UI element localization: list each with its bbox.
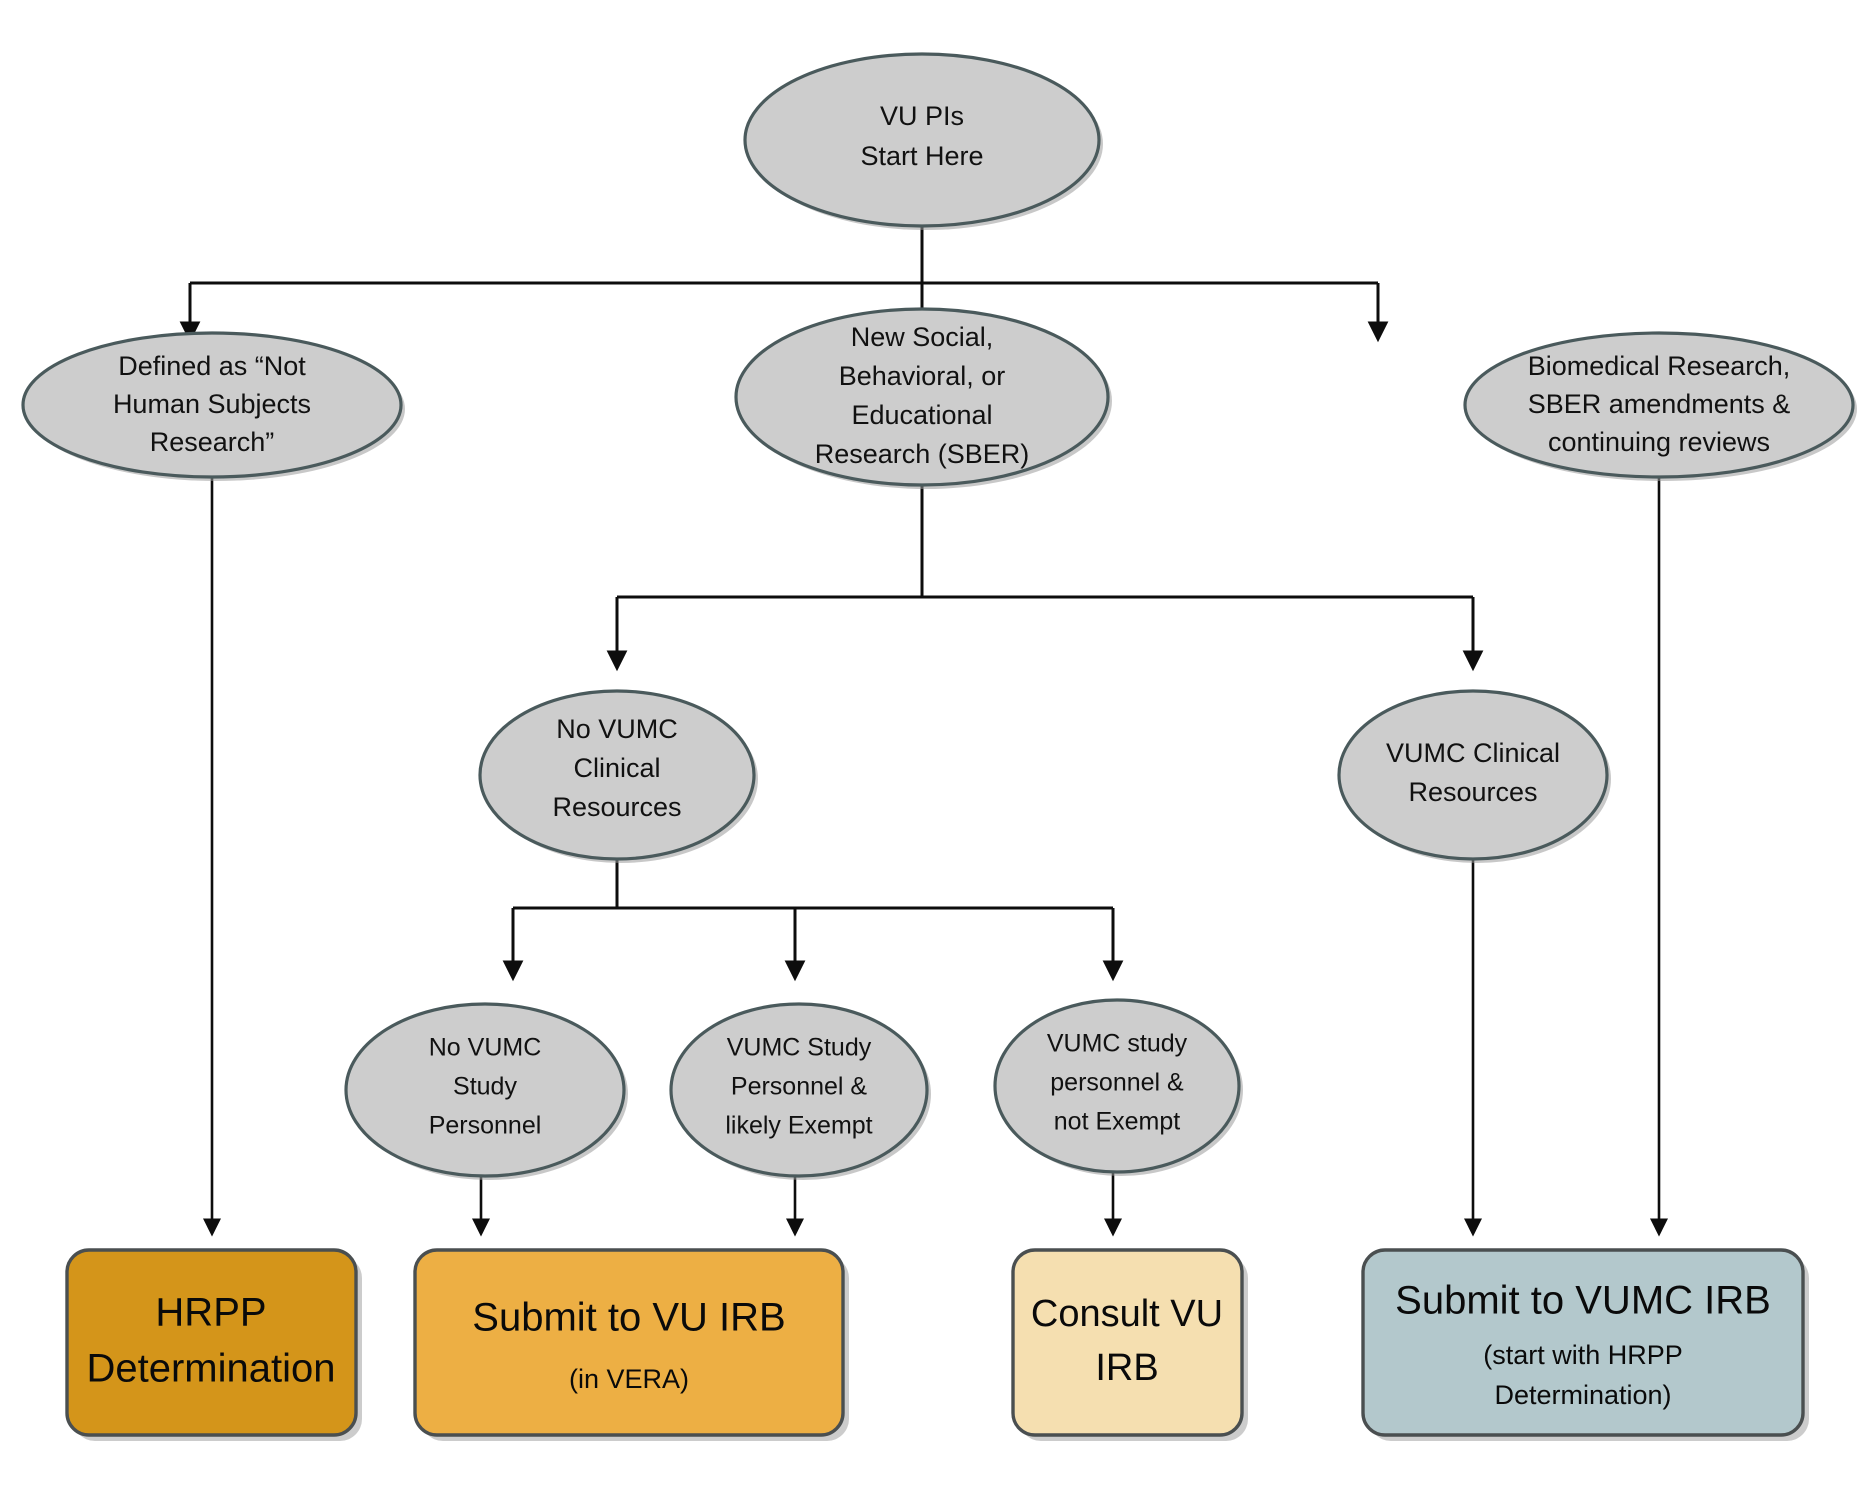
no-vumc-personnel-ellipse-shape [344,1002,626,1178]
vspe-label-line-2: Personnel & [731,1073,868,1101]
nhs-label-line-1: Defined as “Not [118,351,306,381]
nhs-label-line-2: Human Subjects [113,389,311,419]
outcome-submit-to-vumc-irb[interactable]: Submit to VUMC IRB (start with HRPP Dete… [1361,1248,1809,1441]
sber-label-line-4: Research (SBER) [815,439,1030,469]
outcome-submit-to-vu-irb[interactable]: Submit to VU IRB (in VERA) [413,1248,849,1441]
nvsp-label-line-2: Study [453,1073,517,1101]
node-no-vumc-study-personnel[interactable]: No VUMC Study Personnel [344,1002,628,1180]
biomedical-ellipse-shape [1463,331,1855,479]
vumc-irb-box-shape [1361,1248,1805,1437]
not-human-subjects-ellipse-shape [21,331,403,479]
vspn-label-line-1: VUMC study [1047,1030,1188,1058]
vspn-label-line-3: not Exempt [1054,1108,1181,1136]
vspn-label-line-2: personnel & [1050,1069,1184,1097]
nhs-label-line-3: Research” [150,427,275,457]
node-not-human-subjects-research[interactable]: Defined as “Not Human Subjects Research” [21,331,405,481]
vumc-irb-subtitle-line-2: Determination) [1494,1380,1671,1410]
hrpp-box-shape [65,1248,358,1437]
no-vumc-clinical-ellipse-shape [478,689,756,861]
biomed-label-line-1: Biomedical Research, [1528,351,1791,381]
nvcr-label-line-3: Resources [552,792,681,822]
outcome-hrpp-determination[interactable]: HRPP Determination [65,1248,362,1441]
sber-label-line-3: Educational [851,400,992,430]
node-new-sber[interactable]: New Social, Behavioral, or Educational R… [734,307,1112,489]
sber-label-line-2: Behavioral, or [839,361,1006,391]
vu-irb-title-line-1: Submit to VU IRB [472,1296,785,1340]
not-exempt-ellipse-shape [993,998,1241,1174]
nvcr-label-line-2: Clinical [573,753,660,783]
hrpp-title-line-2: Determination [86,1347,335,1391]
vumc-irb-title-line-1: Submit to VUMC IRB [1395,1279,1771,1323]
node-start[interactable]: VU PIs Start Here [743,52,1103,230]
vcr-label-line-1: VUMC Clinical [1386,738,1560,768]
node-vumc-study-personnel-not-exempt[interactable]: VUMC study personnel & not Exempt [993,998,1243,1176]
vu-irb-subtitle-line-1: (in VERA) [569,1364,689,1394]
node-no-vumc-clinical-resources[interactable]: No VUMC Clinical Resources [478,689,758,863]
nvcr-label-line-1: No VUMC [556,714,678,744]
consult-title-line-2: IRB [1095,1347,1158,1389]
vcr-label-line-2: Resources [1408,777,1537,807]
node-vumc-study-personnel-likely-exempt[interactable]: VUMC Study Personnel & likely Exempt [669,1002,931,1180]
outcome-consult-vu-irb[interactable]: Consult VU IRB [1011,1248,1248,1441]
nvsp-label-line-3: Personnel [429,1112,542,1140]
vumc-irb-subtitle-line-1: (start with HRPP [1483,1340,1683,1370]
consult-vu-irb-box-shape [1011,1248,1244,1437]
node-vumc-clinical-resources[interactable]: VUMC Clinical Resources [1337,689,1611,863]
vspe-label-line-3: likely Exempt [725,1112,872,1140]
start-label-line-1: VU PIs [880,101,964,131]
vumc-clinical-ellipse-shape [1337,689,1609,861]
hrpp-title-line-1: HRPP [155,1291,266,1335]
node-biomedical-research[interactable]: Biomedical Research, SBER amendments & c… [1463,331,1857,481]
nvsp-label-line-1: No VUMC [429,1034,542,1062]
start-label-line-2: Start Here [860,141,983,171]
start-ellipse-shape [743,52,1101,228]
biomed-label-line-2: SBER amendments & [1528,389,1791,419]
likely-exempt-ellipse-shape [669,1002,929,1178]
consult-title-line-1: Consult VU [1031,1293,1223,1335]
vspe-label-line-1: VUMC Study [727,1034,872,1062]
sber-label-line-1: New Social, [851,322,994,352]
sber-ellipse-shape [734,307,1110,487]
biomed-label-line-3: continuing reviews [1548,427,1770,457]
vu-irb-box-shape [413,1248,845,1437]
